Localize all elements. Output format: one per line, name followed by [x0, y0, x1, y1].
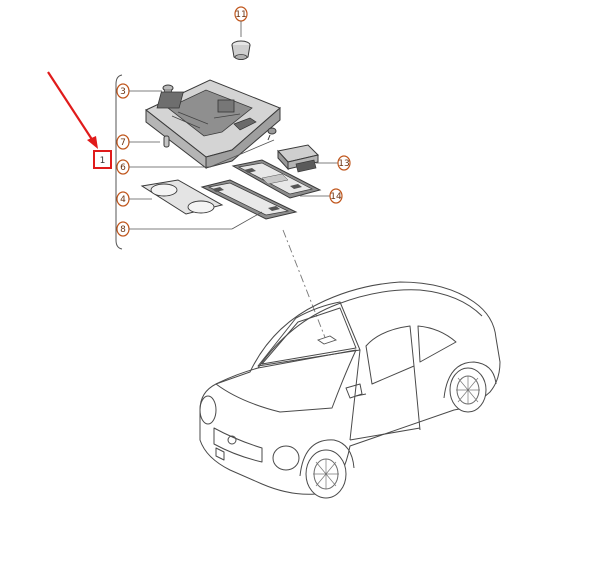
svg-text:8: 8: [120, 225, 126, 235]
location-leader-line: [282, 229, 327, 341]
callout-3: 3: [116, 83, 162, 99]
svg-text:3: 3: [120, 87, 126, 97]
connector-module-part: [277, 144, 319, 173]
light-housing-part: [145, 79, 281, 170]
callout-1-label: 1: [100, 156, 106, 166]
callout-11: 11: [234, 6, 248, 37]
callout-7: 7: [116, 134, 160, 150]
clip-part: [163, 135, 170, 148]
svg-text:6: 6: [120, 163, 126, 173]
callout-8: 8: [116, 211, 263, 237]
highlight-box: [93, 150, 112, 169]
callout-4: 4: [116, 191, 152, 207]
group-bracket: [115, 74, 123, 250]
svg-text:14: 14: [330, 192, 342, 202]
gasket-lower-part: [200, 179, 298, 220]
callout-14: 14: [300, 188, 343, 204]
svg-text:11: 11: [235, 10, 246, 20]
lens-part: [140, 179, 224, 215]
svg-text:7: 7: [120, 138, 126, 148]
annotation-arrow: [47, 71, 98, 149]
svg-text:13: 13: [338, 159, 349, 169]
svg-text:4: 4: [120, 195, 126, 205]
gasket-upper-part: [231, 159, 322, 199]
callout-6: 6: [116, 139, 275, 175]
callout-13: 13: [316, 155, 351, 171]
small-screw-part: [267, 127, 277, 141]
bulb-part: [231, 40, 251, 60]
car-illustration: [199, 281, 501, 499]
